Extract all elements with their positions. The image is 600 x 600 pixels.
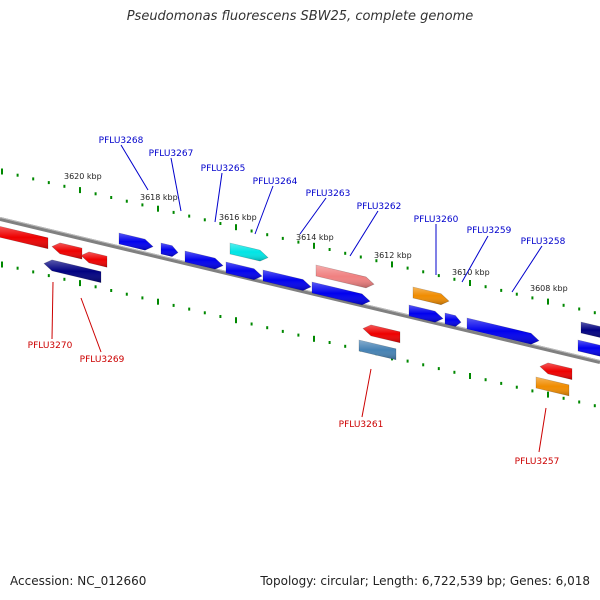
gene-label-pflu3262[interactable]: PFLU3262 bbox=[357, 202, 402, 212]
genome-summary-text: Topology: circular; Length: 6,722,539 bp… bbox=[260, 574, 590, 588]
feature-pflu3257[interactable] bbox=[535, 376, 570, 397]
feature-red-3[interactable] bbox=[80, 251, 108, 268]
gene-label-pflu3265[interactable]: PFLU3265 bbox=[201, 164, 246, 174]
feature-red-right[interactable] bbox=[539, 362, 573, 380]
feature-blue-c[interactable] bbox=[408, 304, 444, 323]
leader-pflu3265 bbox=[214, 172, 223, 223]
leader-pflu3259 bbox=[461, 235, 489, 283]
feature-pflu3269[interactable] bbox=[43, 259, 102, 283]
leader-pflu3264 bbox=[254, 185, 274, 235]
gene-features bbox=[0, 226, 600, 397]
feature-pflu3264[interactable] bbox=[229, 242, 269, 262]
gene-label-pflu3264[interactable]: PFLU3264 bbox=[253, 177, 298, 187]
gene-label-pflu3263[interactable]: PFLU3263 bbox=[306, 189, 351, 199]
feature-blue-a[interactable] bbox=[225, 261, 263, 281]
feature-pflu3267[interactable] bbox=[160, 242, 179, 257]
gene-label-pflu3258[interactable]: PFLU3258 bbox=[521, 237, 566, 247]
feature-blue-right[interactable] bbox=[577, 339, 600, 357]
feature-pflu3262[interactable] bbox=[311, 281, 371, 306]
feature-pflu3261[interactable] bbox=[358, 339, 397, 361]
gene-label-pflu3261[interactable]: PFLU3261 bbox=[339, 420, 384, 430]
feature-red-2[interactable] bbox=[51, 242, 83, 260]
feature-pflu3265[interactable] bbox=[184, 250, 224, 270]
leader-pflu3268 bbox=[120, 144, 149, 191]
scale-label-3608: 3608 kbp bbox=[530, 284, 568, 293]
feature-pflu3263[interactable] bbox=[315, 264, 375, 289]
scale-label-3612: 3612 kbp bbox=[374, 251, 412, 260]
leader-pflu3261 bbox=[361, 368, 372, 418]
scale-label-3620: 3620 kbp bbox=[64, 172, 102, 181]
scale-label-3610: 3610 kbp bbox=[452, 268, 490, 277]
gene-label-pflu3270[interactable]: PFLU3270 bbox=[28, 341, 73, 351]
gene-label-pflu3259[interactable]: PFLU3259 bbox=[467, 226, 512, 236]
leader-pflu3262 bbox=[349, 210, 379, 257]
scale-label-3616: 3616 kbp bbox=[219, 213, 257, 222]
genome-backbone bbox=[0, 217, 600, 364]
feature-red-partial[interactable] bbox=[0, 226, 49, 250]
feature-pflu3258[interactable] bbox=[466, 317, 540, 345]
leader-pflu3258 bbox=[511, 245, 543, 293]
gene-label-pflu3260[interactable]: PFLU3260 bbox=[414, 215, 459, 225]
scale-label-3618: 3618 kbp bbox=[140, 193, 178, 202]
feature-pflu3268[interactable] bbox=[118, 232, 154, 251]
scale-label-3614: 3614 kbp bbox=[296, 233, 334, 242]
gene-label-pflu3257[interactable]: PFLU3257 bbox=[515, 457, 560, 467]
leader-pflu3269 bbox=[80, 297, 102, 353]
genome-title: Pseudomonas fluorescens SBW25, complete … bbox=[126, 9, 474, 24]
leader-pflu3257 bbox=[538, 407, 547, 453]
gene-label-pflu3267[interactable]: PFLU3267 bbox=[149, 149, 194, 159]
feature-navy-right[interactable] bbox=[580, 321, 600, 338]
leader-pflu3263 bbox=[299, 197, 327, 235]
feature-red-mid[interactable] bbox=[362, 324, 401, 344]
feature-pflu3259[interactable] bbox=[444, 312, 462, 327]
scale-ticks bbox=[1, 168, 596, 408]
leader-pflu3270 bbox=[51, 281, 54, 340]
feature-blue-b[interactable] bbox=[262, 269, 312, 291]
feature-pflu3260[interactable] bbox=[412, 286, 450, 306]
gene-label-pflu3268[interactable]: PFLU3268 bbox=[99, 136, 144, 146]
accession-text: Accession: NC_012660 bbox=[10, 574, 147, 588]
gene-label-pflu3269[interactable]: PFLU3269 bbox=[80, 355, 125, 365]
leader-pflu3267 bbox=[170, 157, 182, 212]
